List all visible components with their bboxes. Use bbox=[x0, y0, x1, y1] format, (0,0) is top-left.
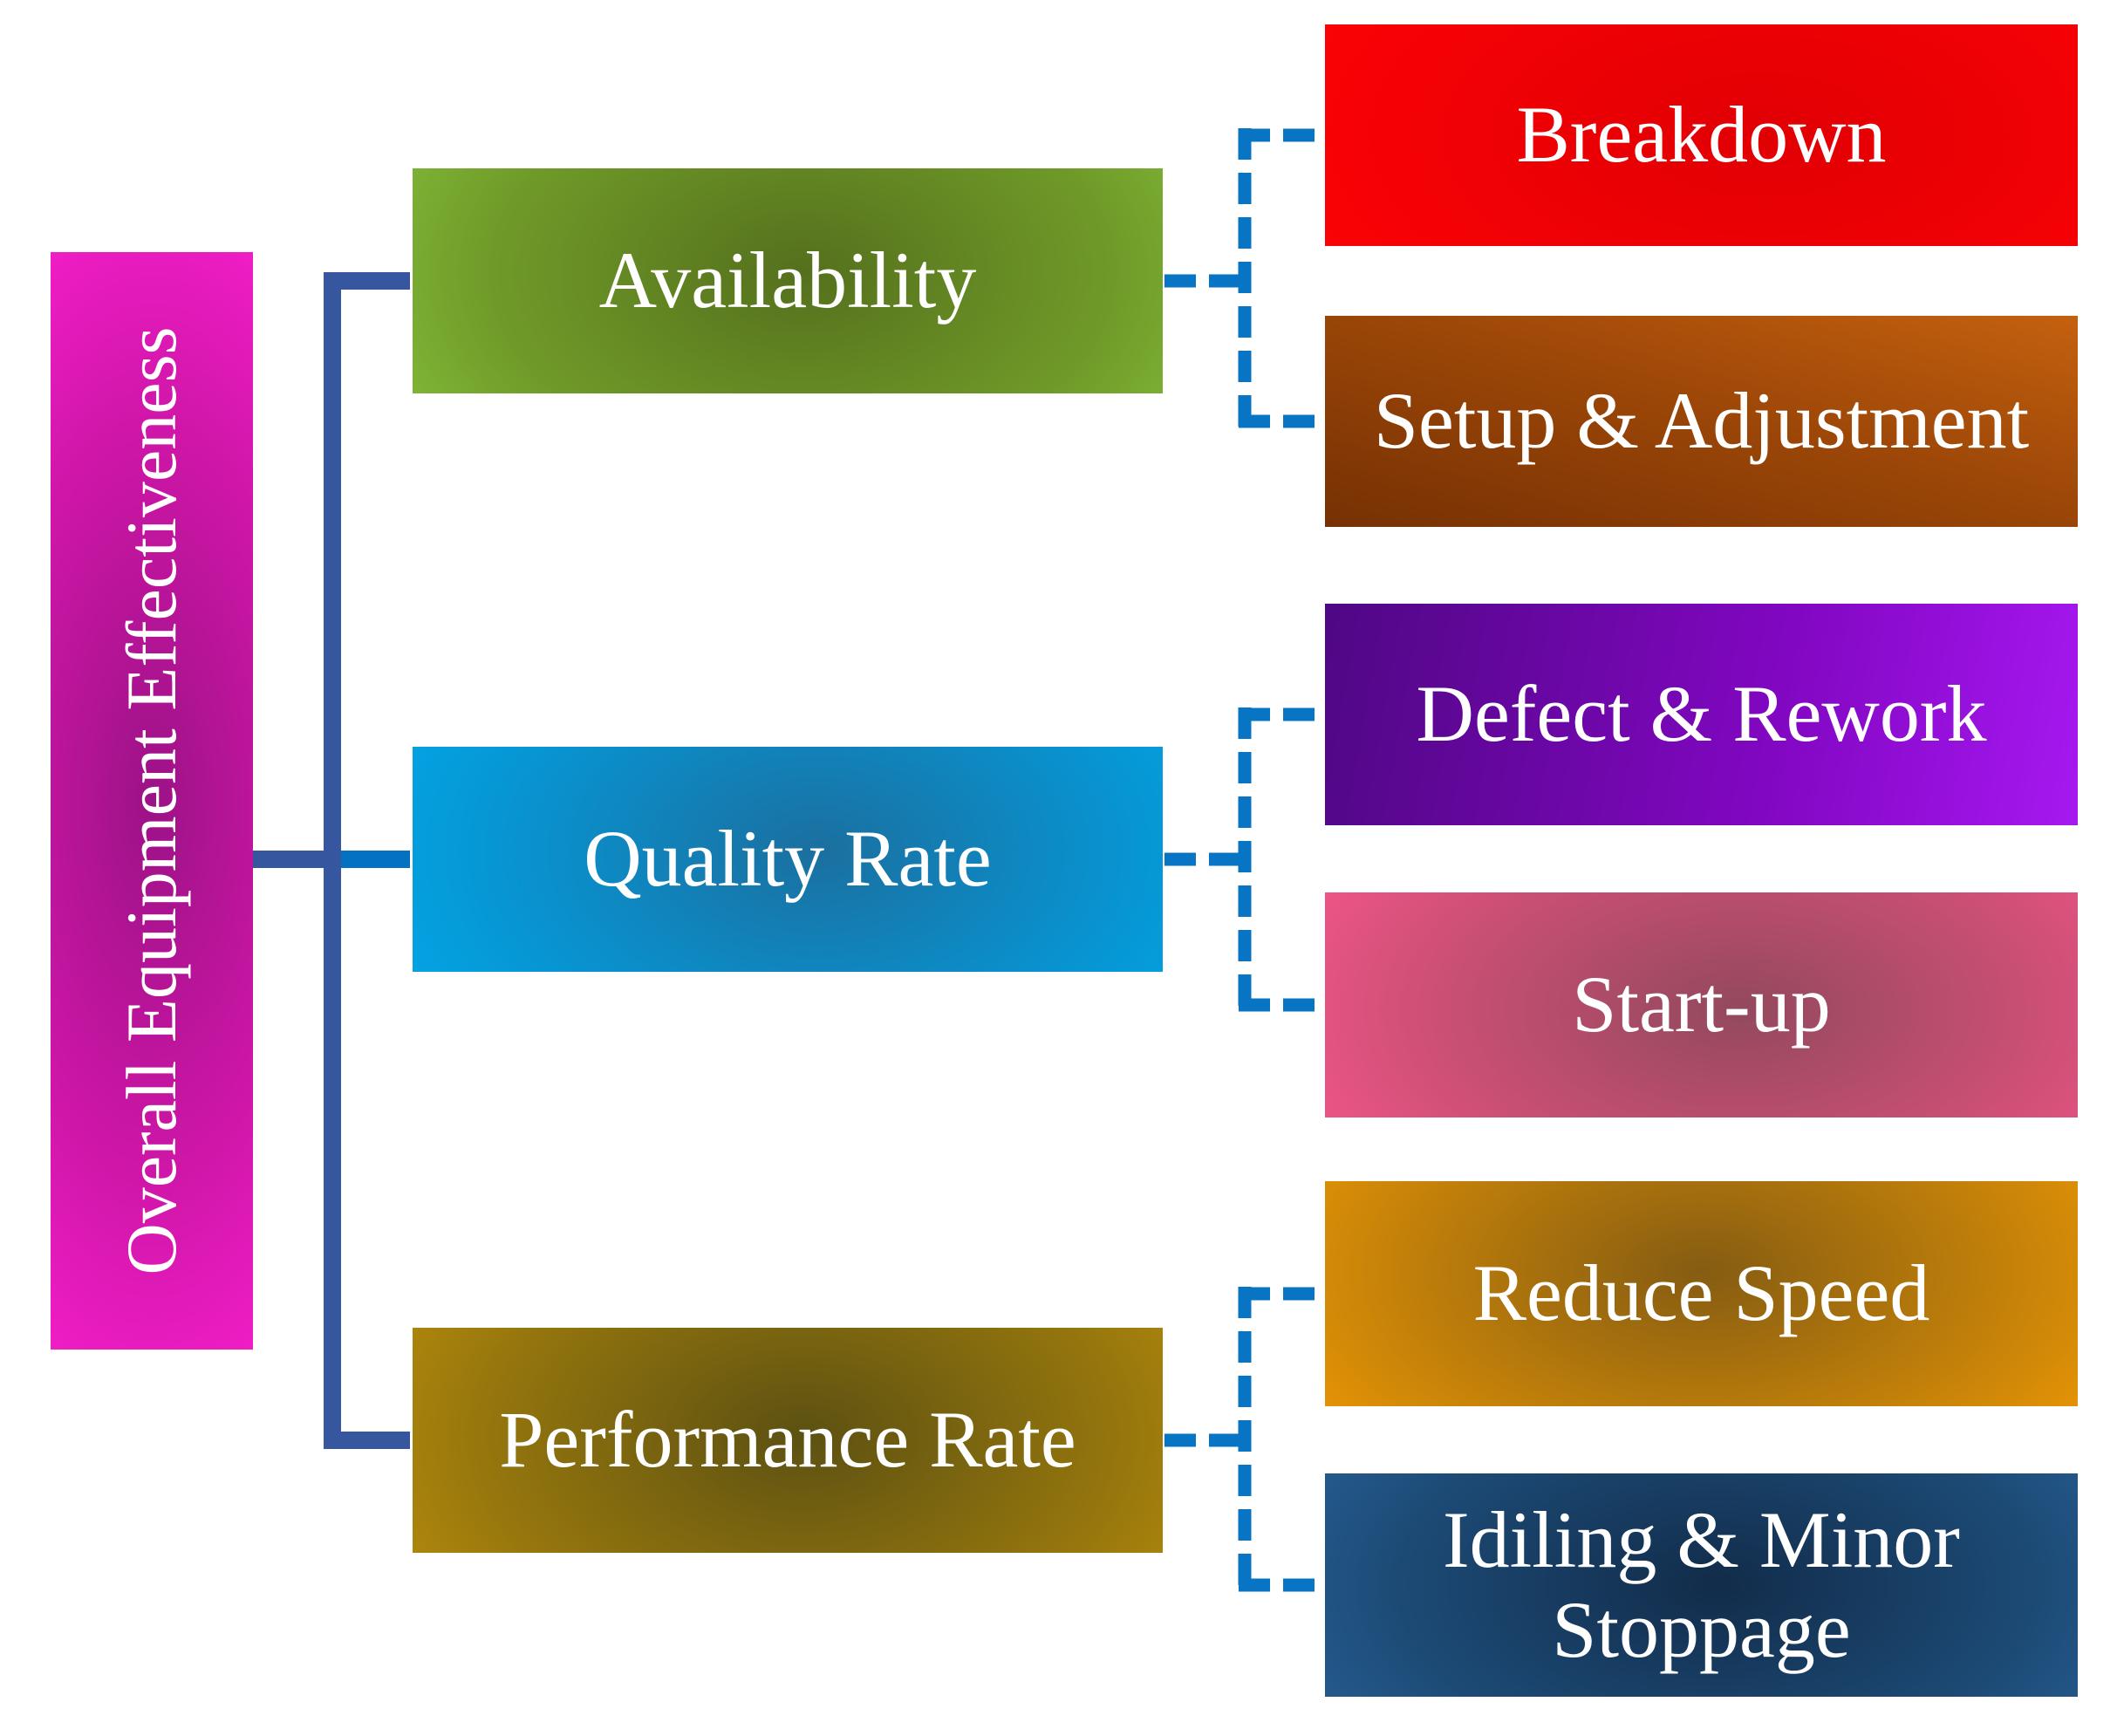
solid-bracket bbox=[253, 272, 410, 1449]
node-availability: Availability bbox=[413, 168, 1163, 393]
node-oee-label: Overall Equipment Effectiveness bbox=[112, 326, 192, 1275]
node-reduce-speed: Reduce Speed bbox=[1325, 1181, 2078, 1406]
node-start-up-label: Start-up bbox=[1572, 960, 1831, 1049]
node-availability-label: Availability bbox=[598, 236, 977, 325]
node-breakdown-label: Breakdown bbox=[1516, 90, 1887, 180]
node-defect-rework-label: Defect & Rework bbox=[1416, 669, 1987, 759]
node-breakdown: Breakdown bbox=[1325, 24, 2078, 246]
node-performance-rate: Performance Rate bbox=[413, 1328, 1163, 1553]
node-defect-rework: Defect & Rework bbox=[1325, 604, 2078, 825]
node-oee: Overall Equipment Effectiveness bbox=[51, 252, 253, 1350]
node-quality-rate-label: Quality Rate bbox=[584, 814, 992, 904]
dashed-connectors bbox=[1164, 128, 1319, 1592]
node-setup-adjustment-label: Setup & Adjustment bbox=[1373, 376, 2030, 466]
node-setup-adjustment: Setup & Adjustment bbox=[1325, 316, 2078, 527]
node-start-up: Start-up bbox=[1325, 892, 2078, 1117]
node-quality-rate: Quality Rate bbox=[413, 747, 1163, 972]
node-idiling-minor-stoppage-label: Idiling & Minor Stoppage bbox=[1443, 1494, 1960, 1674]
node-idiling-minor-stoppage: Idiling & Minor Stoppage bbox=[1325, 1473, 2078, 1697]
node-reduce-speed-label: Reduce Speed bbox=[1472, 1248, 1930, 1338]
node-performance-rate-label: Performance Rate bbox=[499, 1395, 1076, 1485]
